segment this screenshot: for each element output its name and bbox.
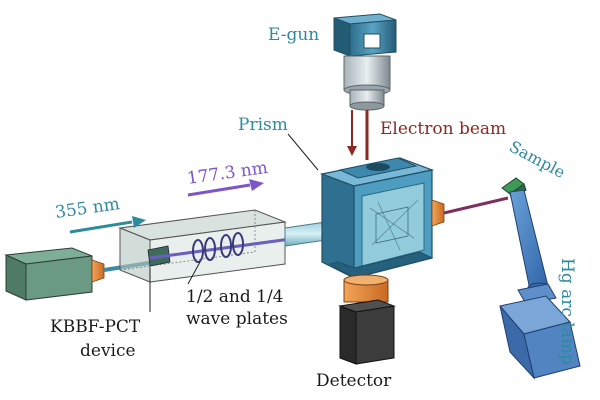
arrow-177 [187,179,264,197]
chamber-right-port [431,199,445,227]
arrow-355 [69,216,146,234]
leader-lines [149,133,319,312]
label-kbbf-line1: KBBF-PCT [50,317,141,337]
label-hg-lamp: Hg arc lamp [557,258,577,365]
label-detector: Detector [316,371,392,391]
label-sample: Sample [506,137,568,182]
label-wave-plates-line1: 1/2 and 1/4 [186,287,284,307]
laser-source-box [4,247,93,301]
label-355nm: 355 nm [54,194,121,223]
label-kbbf-line2: device [80,341,136,361]
hg-lamp-beam [509,189,551,294]
label-wave-plates-line2: wave plates [186,309,288,329]
label-egun: E-gun [268,25,319,45]
hg-arc-lamp [499,283,581,380]
electron-gun [333,13,397,111]
prism-chamber [319,157,435,279]
laser-nozzle [91,259,105,283]
electron-beam-path [347,110,369,160]
detector-unit [338,274,396,365]
wave-plates [192,232,244,263]
kbbf-pct-device [118,209,299,283]
sample-beam [443,196,509,215]
label-prism: Prism [238,115,288,135]
label-electron-beam: Electron beam [380,119,506,139]
